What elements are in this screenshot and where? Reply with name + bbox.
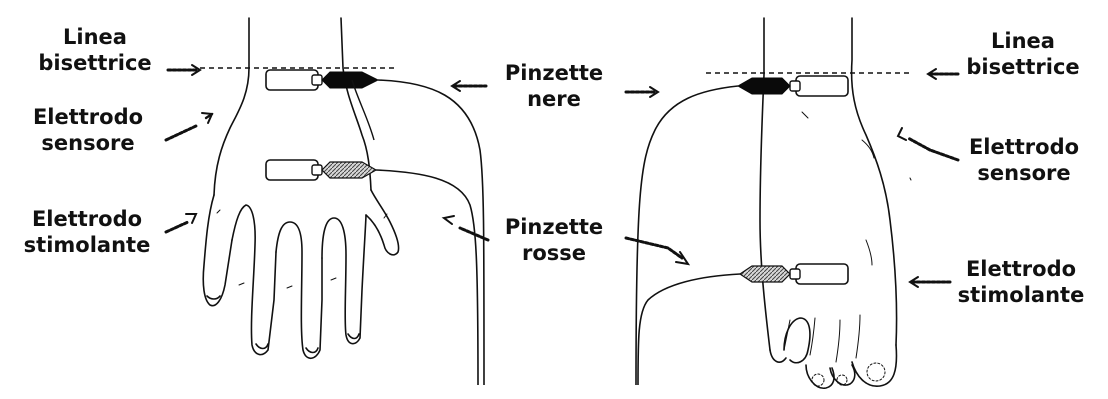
arrow-left-sensor — [166, 113, 212, 140]
label-left-elettrodo-stimolante: Elettrodo stimolante — [4, 206, 170, 258]
right-stimulating-electrode — [790, 264, 848, 284]
left-red-clip — [322, 162, 376, 178]
arrow-left-stimulating — [166, 214, 196, 232]
left-stimulating-electrode — [266, 160, 322, 180]
arrow-pinzette-nere-right — [626, 87, 658, 97]
arrow-pinzette-nere-left — [452, 81, 486, 91]
label-text: bisettrice — [948, 54, 1098, 80]
label-text: Linea — [948, 28, 1098, 54]
label-right-elettrodo-stimolante: Elettrodo stimolante — [938, 256, 1104, 308]
arrow-pinzette-rosse-right — [626, 238, 688, 264]
label-pinzette-nere: Pinzette nere — [486, 60, 622, 112]
label-text: bisettrice — [20, 50, 170, 76]
label-text: Elettrodo — [938, 256, 1104, 282]
label-right-linea-bisettrice: Linea bisettrice — [948, 28, 1098, 80]
label-left-linea-bisettrice: Linea bisettrice — [20, 24, 170, 76]
label-text: rosse — [486, 240, 622, 266]
left-black-clip — [322, 72, 378, 88]
label-left-elettrodo-sensore: Elettrodo sensore — [8, 104, 168, 156]
right-sensor-electrode — [790, 76, 848, 96]
label-text: Linea — [20, 24, 170, 50]
label-text: sensore — [8, 130, 168, 156]
right-red-clip — [740, 266, 790, 282]
label-text: nere — [486, 86, 622, 112]
right-black-wire — [636, 86, 738, 385]
label-text: Elettrodo — [8, 104, 168, 130]
label-text: sensore — [944, 160, 1104, 186]
label-pinzette-rosse: Pinzette rosse — [486, 214, 622, 266]
label-text: Elettrodo — [944, 134, 1104, 160]
label-right-elettrodo-sensore: Elettrodo sensore — [944, 134, 1104, 186]
arrow-left-bisector — [168, 65, 200, 75]
right-black-clip — [738, 78, 790, 94]
left-red-wire — [376, 170, 478, 385]
arrow-pinzette-rosse-left — [444, 216, 488, 240]
label-text: Pinzette — [486, 60, 622, 86]
label-text: stimolante — [4, 232, 170, 258]
right-red-wire — [638, 274, 740, 385]
label-text: Pinzette — [486, 214, 622, 240]
label-text: Elettrodo — [4, 206, 170, 232]
label-text: stimolante — [938, 282, 1104, 308]
hand-illustration — [203, 18, 398, 358]
left-sensor-electrode — [266, 70, 322, 90]
